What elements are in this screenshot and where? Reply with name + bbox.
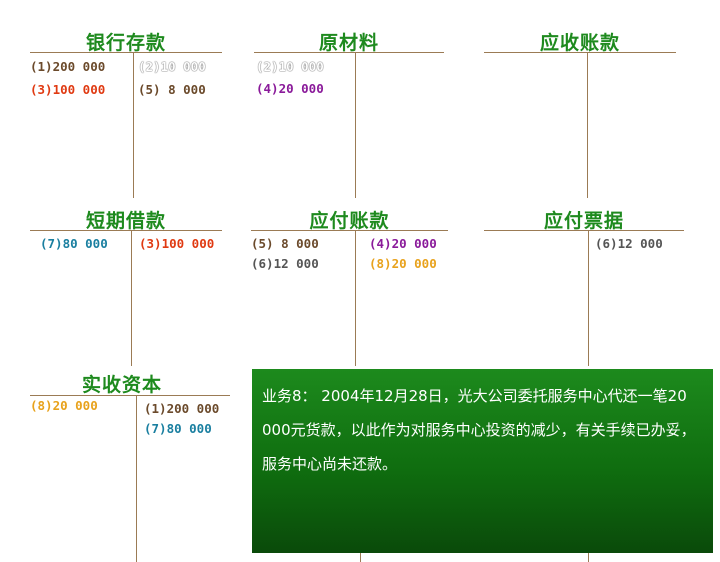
t-vertical-line xyxy=(133,52,134,198)
t-horizontal-line xyxy=(484,230,684,231)
business-description-text: 业务8： 2004年12月28日，光大公司委托服务中心代还一笔20 000元货款… xyxy=(262,387,696,473)
debit-entry: (4)20 000 xyxy=(256,81,324,96)
t-account-paid-in-capital: 实收资本 (8)20 000 (1)200 000 (7)80 000 xyxy=(30,370,230,562)
account-title: 应付账款 xyxy=(309,210,390,232)
t-account-bank-deposit: 银行存款 (1)200 000 (3)100 000 (2)10 000 (5)… xyxy=(30,28,222,198)
debit-entry: (6)12 000 xyxy=(251,256,319,271)
t-account-accounts-receivable: 应收账款 xyxy=(484,28,676,198)
t-vertical-line xyxy=(131,230,132,366)
t-horizontal-line xyxy=(30,52,222,53)
account-title: 应收账款 xyxy=(539,32,620,54)
t-vertical-line xyxy=(136,395,137,562)
account-title: 应付票据 xyxy=(543,210,624,232)
credit-entry: (1)200 000 xyxy=(144,401,220,416)
t-horizontal-line xyxy=(30,395,230,396)
t-horizontal-line xyxy=(30,230,222,231)
business-description-popup: 业务8： 2004年12月28日，光大公司委托服务中心代还一笔20 000元货款… xyxy=(252,369,713,553)
debit-entry: (8)20 000 xyxy=(30,398,98,413)
t-account-short-term-loan: 短期借款 (7)80 000 (3)100 000 xyxy=(30,206,222,366)
credit-entry: (3)100 000 xyxy=(139,236,215,251)
account-title: 短期借款 xyxy=(85,210,166,232)
debit-entry: (2)10 000 xyxy=(256,59,324,74)
credit-entry: (8)20 000 xyxy=(369,256,437,271)
t-vertical-line xyxy=(355,52,356,198)
debit-entry: (1)200 000 xyxy=(30,59,106,74)
debit-entry: (7)80 000 xyxy=(40,236,108,251)
t-account-accounts-payable: 应付账款 (5) 8 000 (6)12 000 (4)20 000 (8)20… xyxy=(251,206,448,366)
t-vertical-line xyxy=(355,230,356,366)
t-account-notes-payable: 应付票据 (6)12 000 xyxy=(484,206,684,366)
t-vertical-line xyxy=(360,552,361,562)
credit-entry: (2)10 000 xyxy=(138,59,206,74)
debit-entry: (3)100 000 xyxy=(30,82,106,97)
debit-entry: (5) 8 000 xyxy=(251,236,319,251)
credit-entry: (6)12 000 xyxy=(595,236,663,251)
t-horizontal-line xyxy=(484,52,676,53)
t-horizontal-line xyxy=(251,230,448,231)
credit-entry: (7)80 000 xyxy=(144,421,212,436)
t-vertical-line xyxy=(587,52,588,198)
credit-entry: (5) 8 000 xyxy=(138,82,206,97)
account-title: 银行存款 xyxy=(85,32,166,54)
t-horizontal-line xyxy=(254,52,444,53)
account-title: 原材料 xyxy=(318,32,379,54)
t-vertical-line xyxy=(588,230,589,366)
t-account-raw-materials: 原材料 (2)10 000 (4)20 000 xyxy=(254,28,444,198)
credit-entry: (4)20 000 xyxy=(369,236,437,251)
t-vertical-line xyxy=(588,552,589,562)
account-title: 实收资本 xyxy=(81,374,162,396)
